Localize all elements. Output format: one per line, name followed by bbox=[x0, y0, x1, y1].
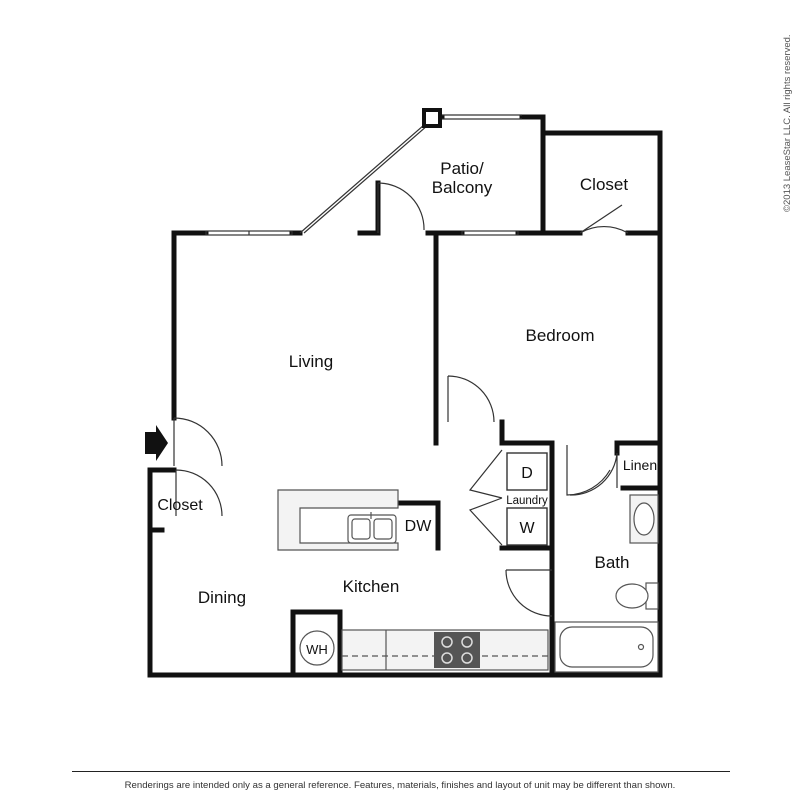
linen-label: Linen bbox=[623, 457, 657, 473]
patio-label-line2: Balcony bbox=[432, 178, 493, 197]
kitchen-counter bbox=[277, 489, 399, 551]
patio-slider bbox=[299, 124, 429, 234]
entry-arrow-icon bbox=[145, 425, 168, 461]
bath-sink-icon bbox=[629, 494, 659, 544]
closet-top-label: Closet bbox=[580, 175, 628, 194]
doors bbox=[173, 182, 629, 617]
footer-divider bbox=[72, 771, 730, 772]
stove-icon bbox=[434, 632, 480, 668]
water-heater-icon bbox=[299, 630, 335, 666]
walls bbox=[147, 114, 663, 678]
dishwasher-label: DW bbox=[405, 518, 433, 535]
closet-left-label: Closet bbox=[157, 497, 203, 514]
living-label: Living bbox=[289, 352, 333, 371]
patio-post bbox=[422, 108, 442, 128]
windows bbox=[205, 114, 522, 236]
bedroom-label: Bedroom bbox=[526, 326, 595, 345]
dryer-label: D bbox=[521, 465, 533, 482]
disclaimer-text: Renderings are intended only as a genera… bbox=[124, 780, 676, 791]
dining-label: Dining bbox=[198, 588, 246, 607]
water-heater-label: WH bbox=[306, 642, 328, 657]
washer-icon bbox=[506, 507, 548, 546]
dryer-icon bbox=[506, 452, 548, 491]
room-labels: Patio/ Balcony Closet Living Bedroom Clo… bbox=[157, 159, 657, 657]
kitchen-sink-icon bbox=[347, 512, 397, 544]
copyright-text: ©2013 LeaseStar LLC. All rights reserved… bbox=[782, 34, 793, 212]
bathtub-icon bbox=[554, 621, 659, 673]
kitchen-label: Kitchen bbox=[343, 577, 400, 596]
toilet-icon bbox=[615, 582, 659, 610]
patio-label-line1: Patio/ bbox=[440, 159, 484, 178]
bath-label: Bath bbox=[595, 553, 630, 572]
laundry-label: Laundry bbox=[506, 495, 548, 507]
washer-label: W bbox=[519, 520, 535, 537]
